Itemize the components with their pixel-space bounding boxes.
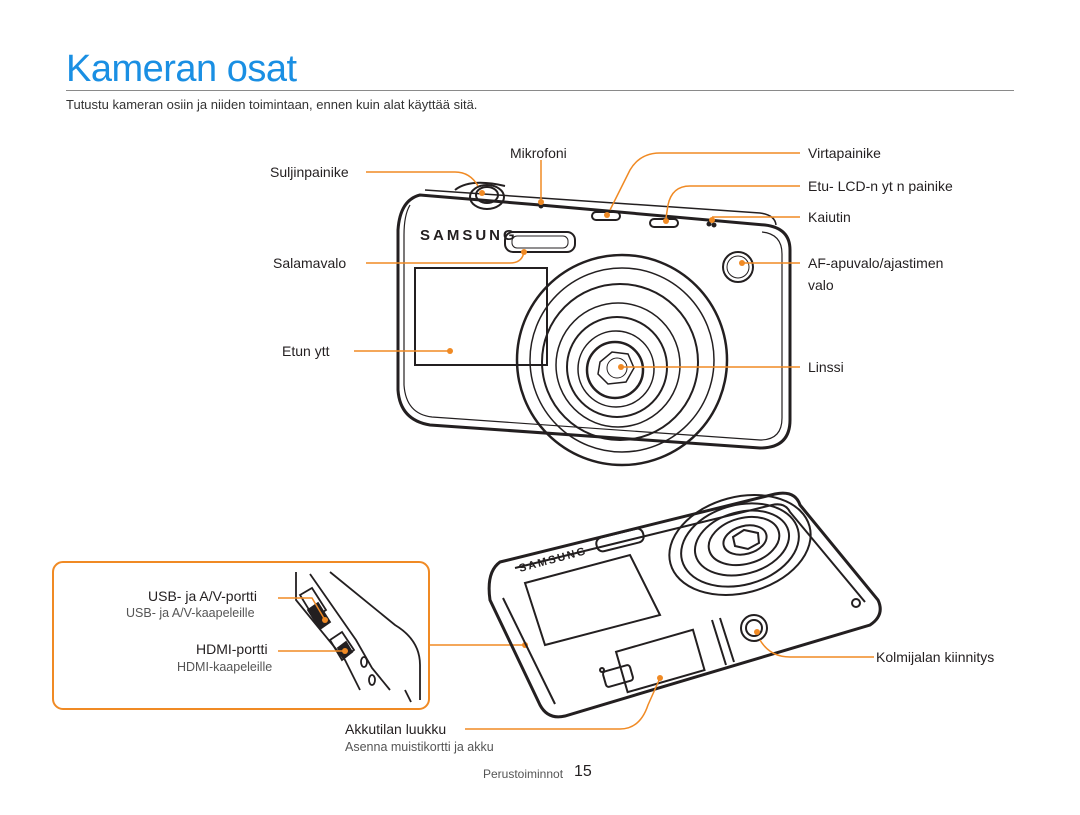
label-salamavalo: Salamavalo [273, 255, 347, 271]
label-af-valo-2: valo [808, 277, 834, 293]
label-af-valo-1: AF-apuvalo/ajastimen [808, 255, 944, 271]
label-kolmijalan-kiinnitys: Kolmijalan kiinnitys [876, 649, 995, 665]
label-virtapainike: Virtapainike [808, 145, 881, 161]
label-akkutilan-luukku: Akkutilan luukku [345, 721, 447, 737]
callout-lines-front [354, 152, 800, 368]
label-etunaytto: Etun ytt [282, 343, 330, 359]
callout-lines-inset [278, 597, 345, 652]
label-kaiutin: Kaiutin [808, 209, 851, 225]
label-mikrofoni: Mikrofoni [510, 145, 567, 161]
label-akkutilan-ohje: Asenna muistikortti ja akku [345, 740, 494, 754]
label-usb-kaapeleille: USB- ja A/V-kaapeleille [126, 606, 255, 620]
label-hdmi-portti: HDMI-portti [196, 641, 268, 657]
callout-dots-front [447, 190, 745, 370]
port-inset-frame [52, 561, 430, 710]
footer-section: Perustoiminnot [483, 767, 564, 781]
label-linssi: Linssi [808, 359, 844, 375]
port-inset-illustration [295, 571, 421, 703]
label-hdmi-kaapeleille: HDMI-kaapeleille [177, 660, 273, 674]
intro-text: Tutustu kameran osiin ja niiden toiminta… [66, 97, 478, 112]
page-title: Kameran osat [66, 48, 297, 90]
label-suljinpainike: Suljinpainike [270, 164, 349, 180]
label-usb-portti: USB- ja A/V-portti [148, 588, 257, 604]
front-camera-illustration [396, 181, 792, 467]
brand-logo-front: SAMSUNG [420, 227, 518, 244]
callout-lines-bottom [465, 639, 874, 730]
page-number: 15 [574, 763, 592, 780]
label-etu-lcd-painike: Etu- LCD-n yt n painike [808, 178, 953, 194]
bottom-camera-illustration [487, 491, 882, 719]
title-divider [66, 90, 1014, 91]
